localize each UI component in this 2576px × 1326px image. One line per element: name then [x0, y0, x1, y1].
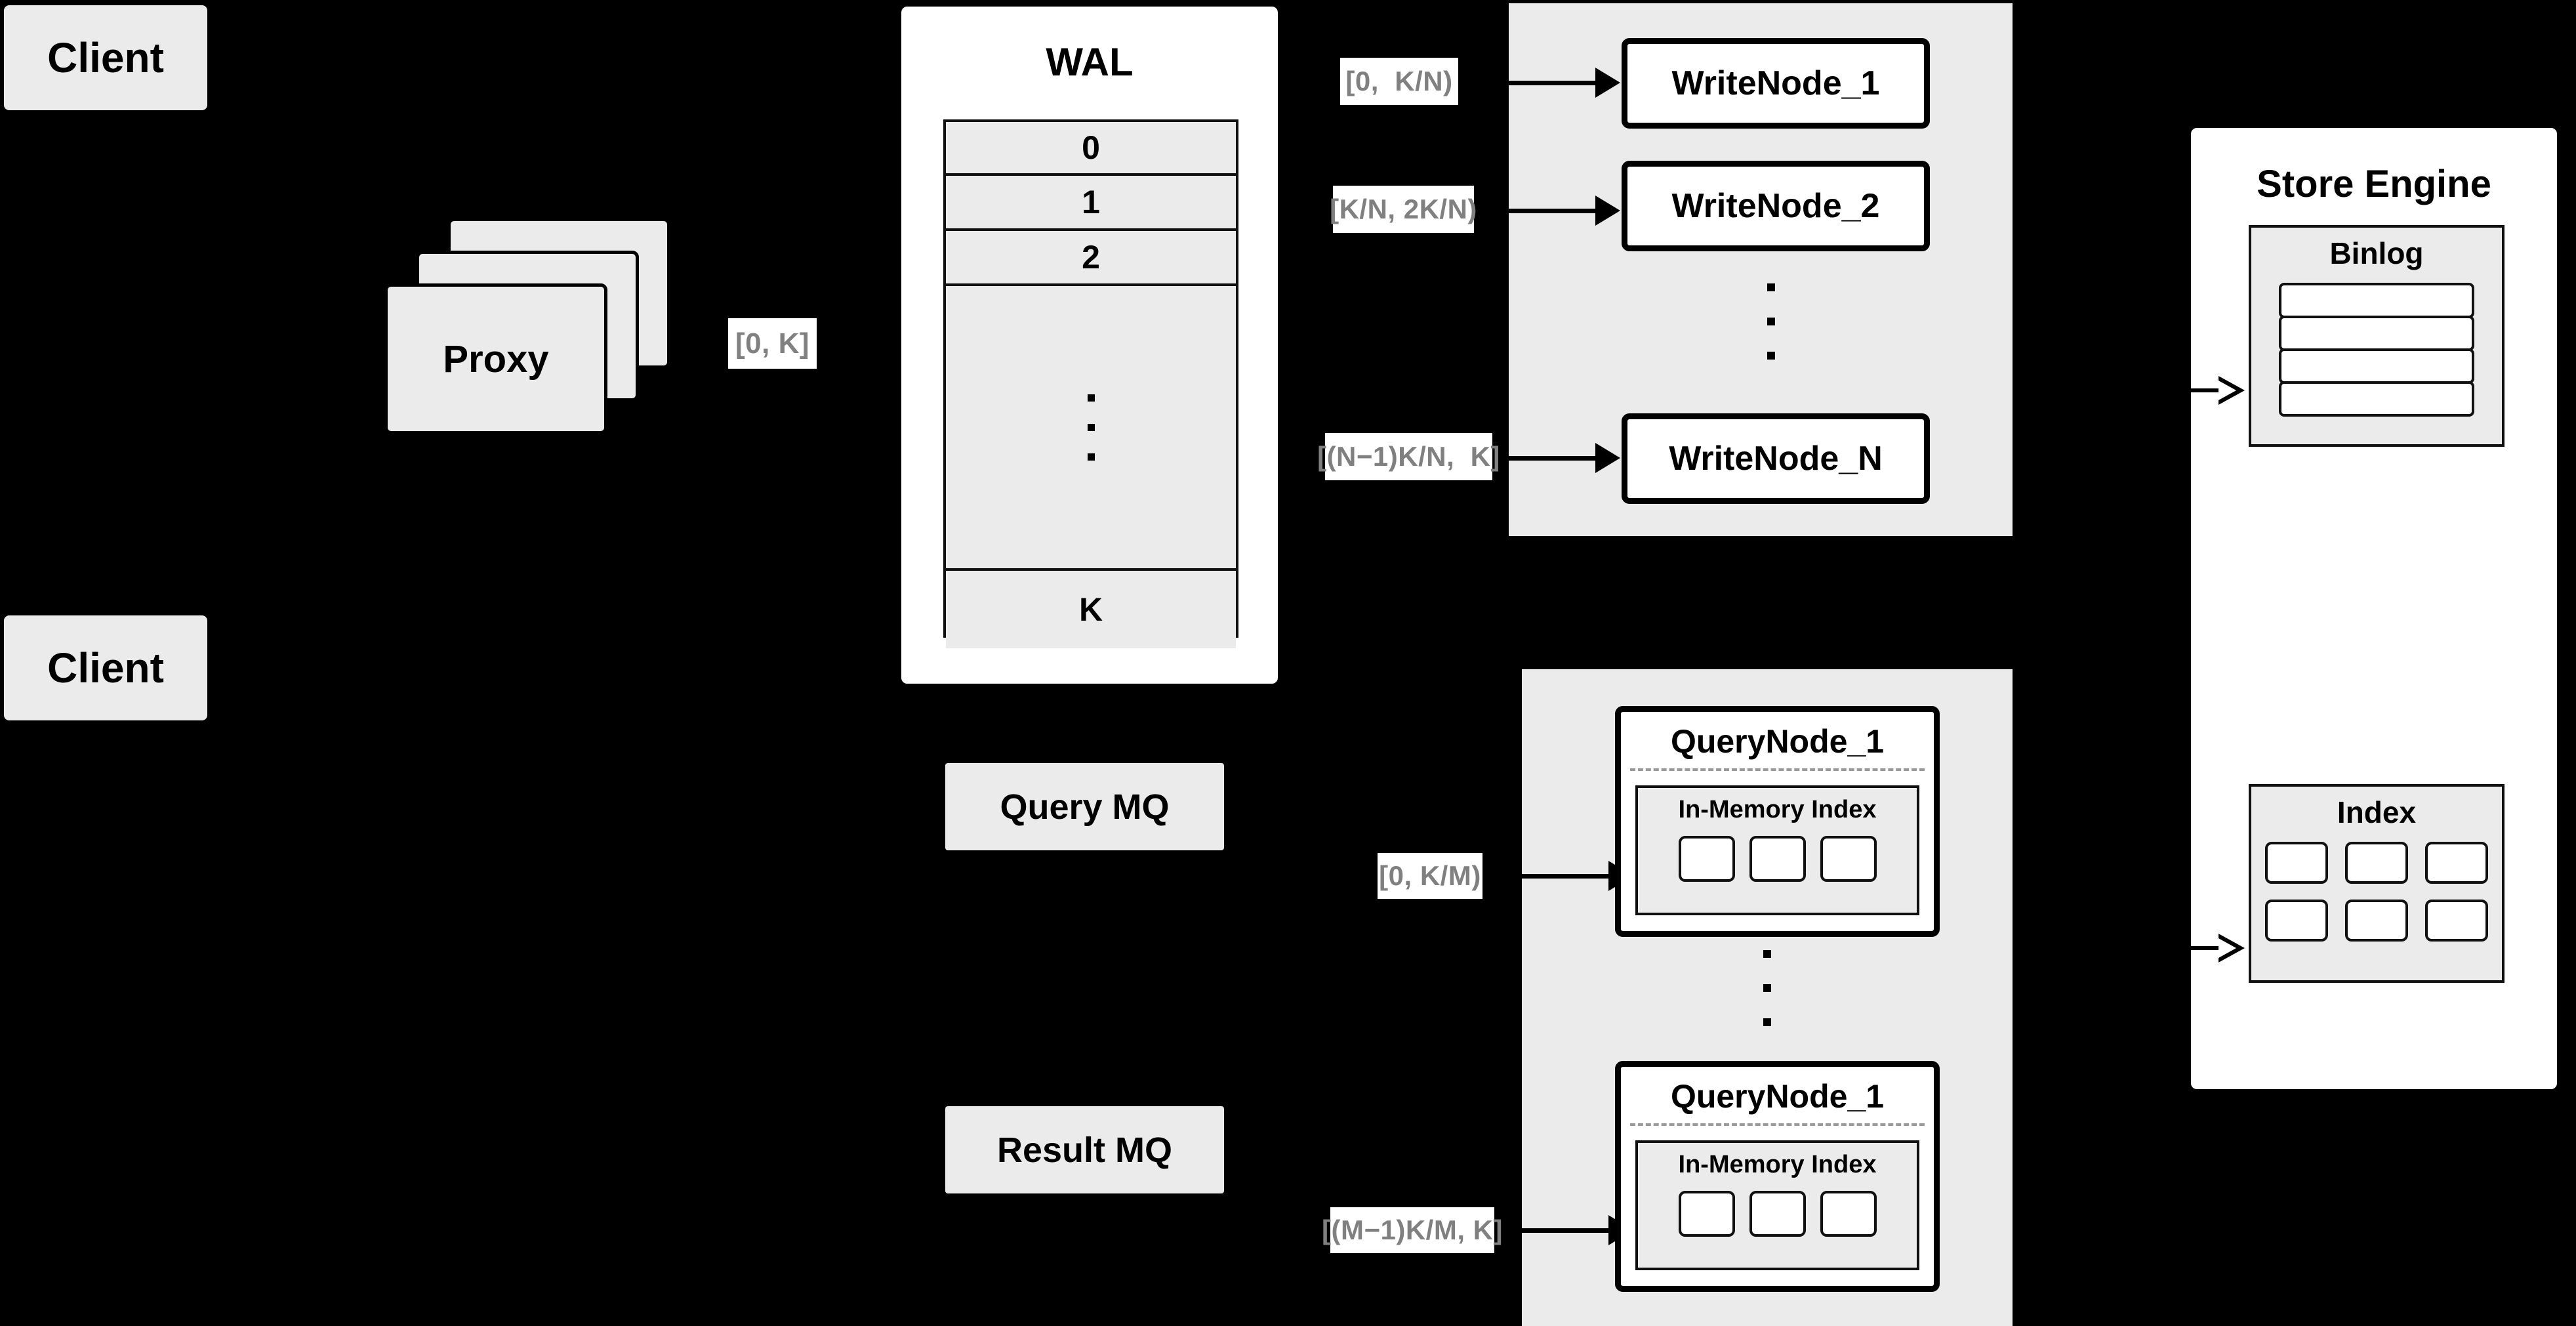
- query-node-2-chip-row: [1638, 1191, 1917, 1237]
- query-node-1[interactable]: QueryNode_1 In-Memory Index: [1615, 706, 1940, 937]
- query-node-2-divider: [1630, 1123, 1925, 1126]
- index-panel: Index: [2249, 784, 2504, 983]
- querynode-2-range-text: [(M−1)K/M, K]: [1322, 1214, 1503, 1245]
- wal-entry[interactable]: K: [946, 571, 1236, 648]
- write-node-n-label: WriteNode_N: [1669, 440, 1883, 478]
- vertical-ellipsis-icon: [1087, 394, 1095, 461]
- index-chip[interactable]: [1749, 836, 1806, 882]
- result-mq-box[interactable]: Result MQ: [945, 1106, 1224, 1193]
- index-chip[interactable]: [2265, 900, 2328, 942]
- arrow-head-open-icon: [2218, 934, 2245, 963]
- query-mq-box[interactable]: Query MQ: [945, 763, 1224, 850]
- wal-card: WAL 0 1 2 K: [898, 3, 1281, 687]
- writenode-2-range-label: [K/N, 2K/N): [1330, 186, 1477, 233]
- client-box-2[interactable]: Client: [4, 615, 207, 720]
- wal-entry-label: 2: [1082, 239, 1100, 276]
- writenode-1-range-text: [0, K/N): [1345, 66, 1453, 96]
- arrow-head-open-icon: [2218, 376, 2245, 405]
- query-node-1-index-title: In-Memory Index: [1678, 796, 1877, 823]
- store-engine-card: Store Engine Binlog Index: [2188, 125, 2560, 1092]
- wal-entry-label: 0: [1082, 129, 1100, 166]
- binlog-panel: Binlog: [2249, 225, 2504, 447]
- arrow-shaft: [1505, 80, 1595, 85]
- query-node-1-chip-row: [1638, 836, 1917, 882]
- arrow-head-icon: [1595, 443, 1620, 473]
- index-chip[interactable]: [1820, 836, 1877, 882]
- arrow-to-index: [2184, 934, 2270, 963]
- arrow-head-icon: [1595, 68, 1620, 98]
- query-node-1-index-panel: In-Memory Index: [1635, 785, 1919, 915]
- index-chip[interactable]: [1820, 1191, 1877, 1237]
- write-node-1[interactable]: WriteNode_1: [1622, 38, 1930, 129]
- index-grid-row-1: [2251, 842, 2502, 884]
- writenode-n-range-text: [(N−1)K/N, K]: [1317, 441, 1500, 472]
- binlog-row[interactable]: [2279, 283, 2474, 318]
- index-chip[interactable]: [1678, 1191, 1735, 1237]
- wal-entry[interactable]: 2: [946, 231, 1236, 286]
- querynode-2-range-label: [(M−1)K/M, K]: [1322, 1207, 1503, 1253]
- proxy-label: Proxy: [443, 337, 549, 381]
- wal-entry[interactable]: 1: [946, 176, 1236, 231]
- index-chip[interactable]: [2345, 842, 2408, 884]
- write-cluster-ellipsis-icon: [1767, 283, 1775, 360]
- arrow-to-writenode-2: [1505, 196, 1620, 226]
- index-chip[interactable]: [2265, 842, 2328, 884]
- wal-entry-ellipsis: [946, 286, 1236, 571]
- query-node-1-divider: [1630, 768, 1925, 771]
- wal-entry-label: K: [1078, 591, 1103, 628]
- index-chip[interactable]: [1678, 836, 1735, 882]
- proxy-range-label: [0, K]: [728, 318, 817, 369]
- arrow-to-writenode-1: [1505, 68, 1620, 98]
- proxy-range-text: [0, K]: [735, 327, 809, 360]
- query-node-2[interactable]: QueryNode_1 In-Memory Index: [1615, 1061, 1940, 1292]
- wal-entry[interactable]: 0: [946, 122, 1236, 176]
- querynode-1-range-text: [0, K/M): [1379, 860, 1481, 891]
- querynode-1-range-label: [0, K/M): [1378, 853, 1482, 899]
- binlog-row[interactable]: [2279, 348, 2474, 384]
- writenode-2-range-text: [K/N, 2K/N): [1330, 194, 1477, 224]
- write-node-2-label: WriteNode_2: [1671, 187, 1880, 225]
- arrow-to-binlog: [2184, 376, 2270, 405]
- binlog-row[interactable]: [2279, 316, 2474, 351]
- wal-entry-list: 0 1 2 K: [943, 119, 1238, 648]
- arrow-shaft: [1519, 873, 1608, 879]
- index-chip[interactable]: [1749, 1191, 1806, 1237]
- query-node-2-title: QueryNode_1: [1670, 1078, 1885, 1115]
- arrow-shaft: [1505, 208, 1595, 213]
- store-engine-title: Store Engine: [2257, 163, 2491, 205]
- client-label-1: Client: [47, 34, 164, 81]
- write-node-2[interactable]: WriteNode_2: [1622, 161, 1930, 251]
- wal-title: WAL: [1046, 40, 1134, 84]
- proxy-box[interactable]: Proxy: [384, 283, 607, 434]
- writenode-1-range-label: [0, K/N): [1340, 58, 1458, 105]
- query-cluster-ellipsis-icon: [1763, 950, 1771, 1026]
- arrow-to-writenode-n: [1505, 443, 1620, 473]
- client-label-2: Client: [47, 644, 164, 692]
- query-mq-label: Query MQ: [1000, 787, 1170, 827]
- arrow-shaft: [2184, 946, 2218, 950]
- binlog-row[interactable]: [2279, 381, 2474, 417]
- arrow-shaft: [2184, 388, 2218, 392]
- write-node-1-label: WriteNode_1: [1671, 64, 1880, 102]
- arrow-shaft: [1519, 1228, 1608, 1233]
- arrow-head-icon: [1595, 196, 1620, 226]
- index-chip[interactable]: [2425, 842, 2488, 884]
- index-panel-title: Index: [2337, 795, 2417, 829]
- index-chip[interactable]: [2425, 900, 2488, 942]
- write-node-n[interactable]: WriteNode_N: [1622, 413, 1930, 504]
- query-node-1-title: QueryNode_1: [1670, 723, 1885, 760]
- index-grid-row-2: [2251, 900, 2502, 942]
- query-node-2-index-panel: In-Memory Index: [1635, 1140, 1919, 1270]
- writenode-n-range-label: [(N−1)K/N, K]: [1317, 433, 1500, 480]
- wal-entry-label: 1: [1082, 184, 1100, 220]
- result-mq-label: Result MQ: [996, 1130, 1173, 1170]
- arrow-shaft: [1505, 455, 1595, 461]
- client-box-1[interactable]: Client: [4, 5, 207, 110]
- index-chip[interactable]: [2345, 900, 2408, 942]
- binlog-title: Binlog: [2329, 236, 2424, 270]
- query-node-2-index-title: In-Memory Index: [1678, 1151, 1877, 1178]
